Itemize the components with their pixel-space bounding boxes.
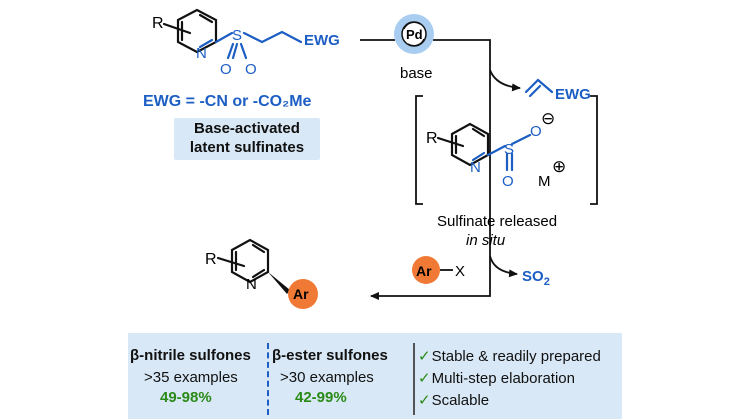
feature-item-scalable: ✓Scalable [418,391,489,409]
so2-arrow [489,255,518,278]
alkene-ewg-label: EWG [555,86,591,103]
metal-label: M [538,173,551,190]
aryl-partner-badge [412,256,440,284]
check-icon: ✓ [418,392,431,409]
intermediate-brackets [415,95,598,205]
so2-label: SO2 [522,268,550,288]
intermediate-caption-line1: Sulfinate released [437,213,557,230]
intermediate-s-label: S [504,141,514,158]
so2-main: SO [522,268,544,285]
product-aryl-label: Ar [293,286,309,302]
nitrile-yield: 49-98% [160,389,212,406]
intermediate-o-top: O [530,123,542,140]
reagent-description-line1: Base-activated [194,120,300,137]
column-divider-1 [267,343,269,415]
intermediate-structure [436,122,532,172]
feature-label: Stable & readily prepared [431,348,601,365]
product-r-label: R [205,251,217,268]
product-n-label: N [246,276,257,293]
feature-item-multistep: ✓Multi-step elaboration [418,369,575,387]
feature-label: Scalable [431,392,490,409]
feature-item-stable: ✓Stable & readily prepared [418,347,601,365]
halide-label: X [455,263,465,280]
reagent-o2-label: O [245,61,257,78]
ester-examples: >30 examples [280,369,374,386]
reagent-n-label: N [196,45,207,62]
flow-lines [360,39,491,300]
base-label: base [400,65,433,82]
intermediate-caption-line2: in situ [466,232,506,249]
aryl-partner-label: Ar [416,263,432,279]
minus-charge-icon: ⊖ [541,109,555,128]
reagent-description-box: Base-activated latent sulfinates [174,118,320,160]
reagent-o1-label: O [220,61,232,78]
column-divider-2 [413,343,415,415]
reagent-structure [162,8,303,60]
reagent-description-line2: latent sulfinates [189,139,305,156]
nitrile-title: β-nitrile sulfones [130,347,251,364]
feature-label: Multi-step elaboration [431,370,575,387]
ester-title: β-ester sulfones [272,347,388,364]
catalytic-cycle-icon [403,21,425,47]
check-icon: ✓ [418,370,431,387]
nitrile-examples: >35 examples [144,369,238,386]
ewg-definition: EWG = -CN or -CO₂Me [143,93,312,110]
summary-panel: β-nitrile sulfones >35 examples 49-98% β… [128,333,622,419]
intermediate-o-bottom: O [502,173,514,190]
product-structure [216,238,270,284]
byproduct-arrow [489,69,521,92]
reagent-s-label: S [232,27,242,44]
reagent-ewg-label: EWG [304,32,340,49]
check-icon: ✓ [418,348,431,365]
plus-charge-icon: ⊕ [552,157,566,176]
pd-label: Pd [406,27,423,42]
reagent-r-label: R [152,15,164,32]
product-aryl-wedge [268,272,290,294]
intermediate-n-label: N [470,159,481,176]
intermediate-r-label: R [426,130,438,147]
product-aryl-badge [288,279,318,309]
ester-yield: 42-99% [295,389,347,406]
alkene-byproduct [524,78,554,98]
so2-subscript: 2 [544,276,550,288]
